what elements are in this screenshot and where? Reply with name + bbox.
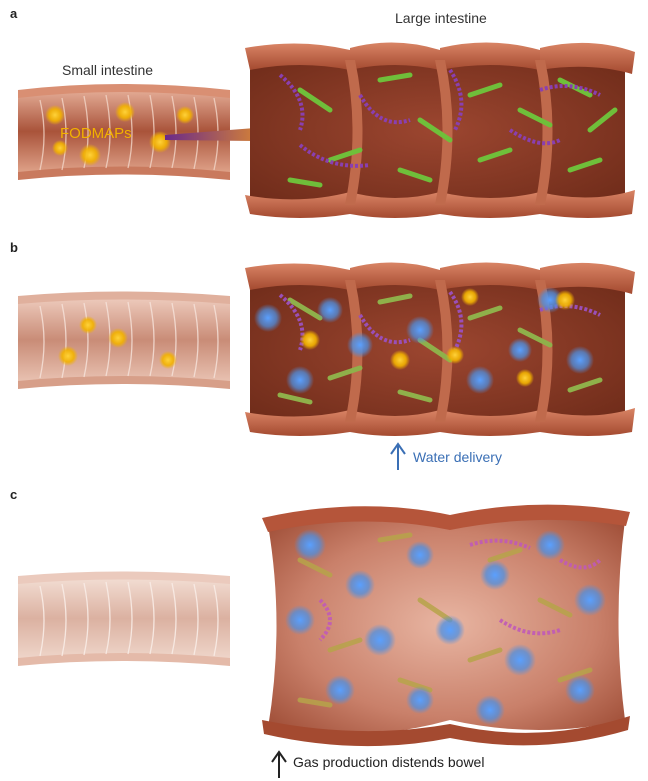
water-delivery-arrow — [391, 444, 405, 470]
small-intestine-c — [18, 572, 230, 667]
fodmaps-label: FODMAPs — [60, 125, 132, 142]
gas-production-arrow — [272, 752, 286, 778]
gas-production-caption: Gas production distends bowel — [293, 754, 484, 770]
small-intestine-b — [18, 292, 230, 390]
large-intestine-b — [245, 262, 635, 436]
distended-bowel-c — [262, 505, 630, 746]
large-intestine-a — [245, 42, 635, 218]
water-delivery-caption: Water delivery — [413, 449, 502, 465]
